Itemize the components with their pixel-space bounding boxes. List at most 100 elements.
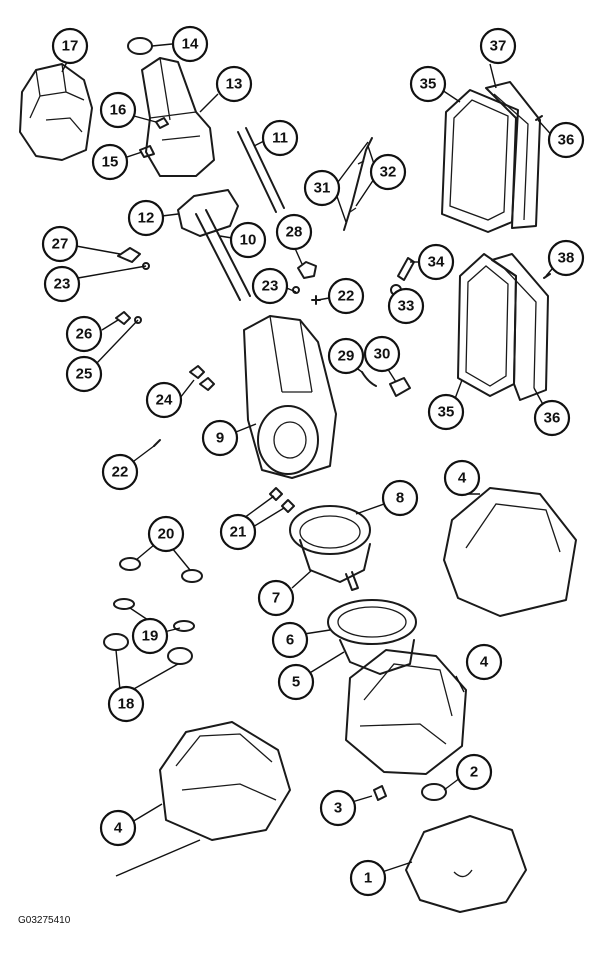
callout-3: 3 bbox=[319, 789, 357, 827]
callout-11: 11 bbox=[261, 119, 299, 157]
svg-text:13: 13 bbox=[226, 76, 243, 93]
callout-10: 10 bbox=[229, 221, 267, 259]
callout-25: 25 bbox=[65, 355, 103, 393]
callout-1: 1 bbox=[349, 859, 387, 897]
svg-text:23: 23 bbox=[262, 278, 279, 295]
part-28-drawing bbox=[297, 261, 317, 279]
part-4b-drawing bbox=[345, 649, 467, 775]
part-19b-drawing bbox=[173, 620, 195, 632]
callout-20: 20 bbox=[147, 515, 185, 553]
svg-text:19: 19 bbox=[142, 628, 159, 645]
part-38b-drawing bbox=[543, 273, 551, 279]
svg-text:37: 37 bbox=[490, 38, 507, 55]
part-20a-drawing bbox=[119, 557, 141, 571]
part-27-drawing bbox=[117, 247, 141, 263]
svg-text:30: 30 bbox=[374, 346, 391, 363]
svg-text:16: 16 bbox=[110, 102, 127, 119]
svg-text:15: 15 bbox=[102, 154, 119, 171]
part-29-drawing bbox=[361, 371, 377, 387]
svg-text:31: 31 bbox=[314, 180, 331, 197]
callout-23b: 23 bbox=[251, 267, 289, 305]
svg-text:3: 3 bbox=[334, 800, 342, 817]
part-18a-drawing bbox=[103, 633, 129, 651]
part-16-drawing bbox=[155, 117, 169, 129]
part-26-drawing bbox=[115, 311, 131, 325]
callout-15: 15 bbox=[91, 143, 129, 181]
callout-4a: 4 bbox=[99, 809, 137, 847]
callout-36a: 36 bbox=[547, 121, 585, 159]
part-8-drawing bbox=[289, 505, 371, 555]
svg-text:25: 25 bbox=[76, 366, 93, 383]
part-25-drawing bbox=[134, 316, 142, 324]
svg-text:36: 36 bbox=[558, 132, 575, 149]
svg-text:38: 38 bbox=[558, 250, 575, 267]
part-4a-drawing bbox=[159, 721, 291, 841]
part-19a-drawing bbox=[113, 598, 135, 610]
callout-22b: 22 bbox=[101, 453, 139, 491]
callout-6: 6 bbox=[271, 621, 309, 659]
part-23b-drawing bbox=[292, 286, 300, 294]
part-21-drawing bbox=[269, 487, 295, 513]
callout-27: 27 bbox=[41, 225, 79, 263]
callout-4b: 4 bbox=[465, 643, 503, 681]
callout-31: 31 bbox=[303, 169, 341, 207]
svg-text:9: 9 bbox=[216, 430, 224, 447]
callout-29: 29 bbox=[327, 337, 365, 375]
part-6-drawing bbox=[327, 599, 417, 645]
svg-text:10: 10 bbox=[240, 232, 257, 249]
svg-text:29: 29 bbox=[338, 348, 355, 365]
part-22b-drawing bbox=[153, 439, 161, 447]
part-38a-drawing bbox=[535, 115, 543, 121]
callout-19: 19 bbox=[131, 617, 169, 655]
svg-text:14: 14 bbox=[182, 36, 199, 53]
svg-text:18: 18 bbox=[118, 696, 135, 713]
part-2-drawing bbox=[421, 783, 447, 801]
part-14-drawing bbox=[127, 37, 153, 55]
part-9-drawing bbox=[243, 315, 337, 479]
callout-35b: 35 bbox=[427, 393, 465, 431]
callout-13: 13 bbox=[215, 65, 253, 103]
callout-9: 9 bbox=[201, 419, 239, 457]
callout-8: 8 bbox=[381, 479, 419, 517]
callout-22a: 22 bbox=[327, 277, 365, 315]
svg-text:28: 28 bbox=[286, 224, 303, 241]
part-11-drawing bbox=[237, 127, 285, 213]
part-20b-drawing bbox=[181, 569, 203, 583]
callout-4c: 4 bbox=[443, 459, 481, 497]
callouts: 1 2 3 4 4 4 5 6 7 8 9 10 11 12 13 14 15 … bbox=[41, 25, 585, 897]
callout-38b: 38 bbox=[547, 239, 585, 277]
part-35b-36b-drawing bbox=[457, 253, 549, 401]
callout-36b: 36 bbox=[533, 399, 571, 437]
svg-text:7: 7 bbox=[272, 590, 280, 607]
callout-16: 16 bbox=[99, 91, 137, 129]
svg-text:12: 12 bbox=[138, 210, 155, 227]
callout-34: 34 bbox=[417, 243, 455, 281]
svg-text:23: 23 bbox=[54, 276, 71, 293]
part-30-drawing bbox=[389, 377, 411, 397]
svg-text:4: 4 bbox=[114, 820, 123, 837]
callout-32: 32 bbox=[369, 153, 407, 191]
part-13-drawing bbox=[141, 57, 215, 177]
callout-28: 28 bbox=[275, 213, 313, 251]
svg-text:26: 26 bbox=[76, 326, 93, 343]
callout-21: 21 bbox=[219, 513, 257, 551]
svg-text:22: 22 bbox=[338, 288, 355, 305]
svg-text:35: 35 bbox=[420, 76, 437, 93]
part-31-32-drawing bbox=[343, 137, 373, 231]
part-35a-37-36a-drawing bbox=[441, 81, 541, 233]
svg-text:20: 20 bbox=[158, 526, 175, 543]
part-12-drawing bbox=[177, 189, 239, 237]
svg-text:2: 2 bbox=[470, 764, 478, 781]
callout-7: 7 bbox=[257, 579, 295, 617]
callout-2: 2 bbox=[455, 753, 493, 791]
svg-text:21: 21 bbox=[230, 524, 247, 541]
part-5-drawing bbox=[339, 639, 415, 675]
callout-33: 33 bbox=[387, 287, 425, 325]
svg-text:4: 4 bbox=[458, 470, 467, 487]
callout-37: 37 bbox=[479, 27, 517, 65]
callout-12: 12 bbox=[127, 199, 165, 237]
svg-text:8: 8 bbox=[396, 490, 404, 507]
svg-text:6: 6 bbox=[286, 632, 294, 649]
callout-30: 30 bbox=[363, 335, 401, 373]
